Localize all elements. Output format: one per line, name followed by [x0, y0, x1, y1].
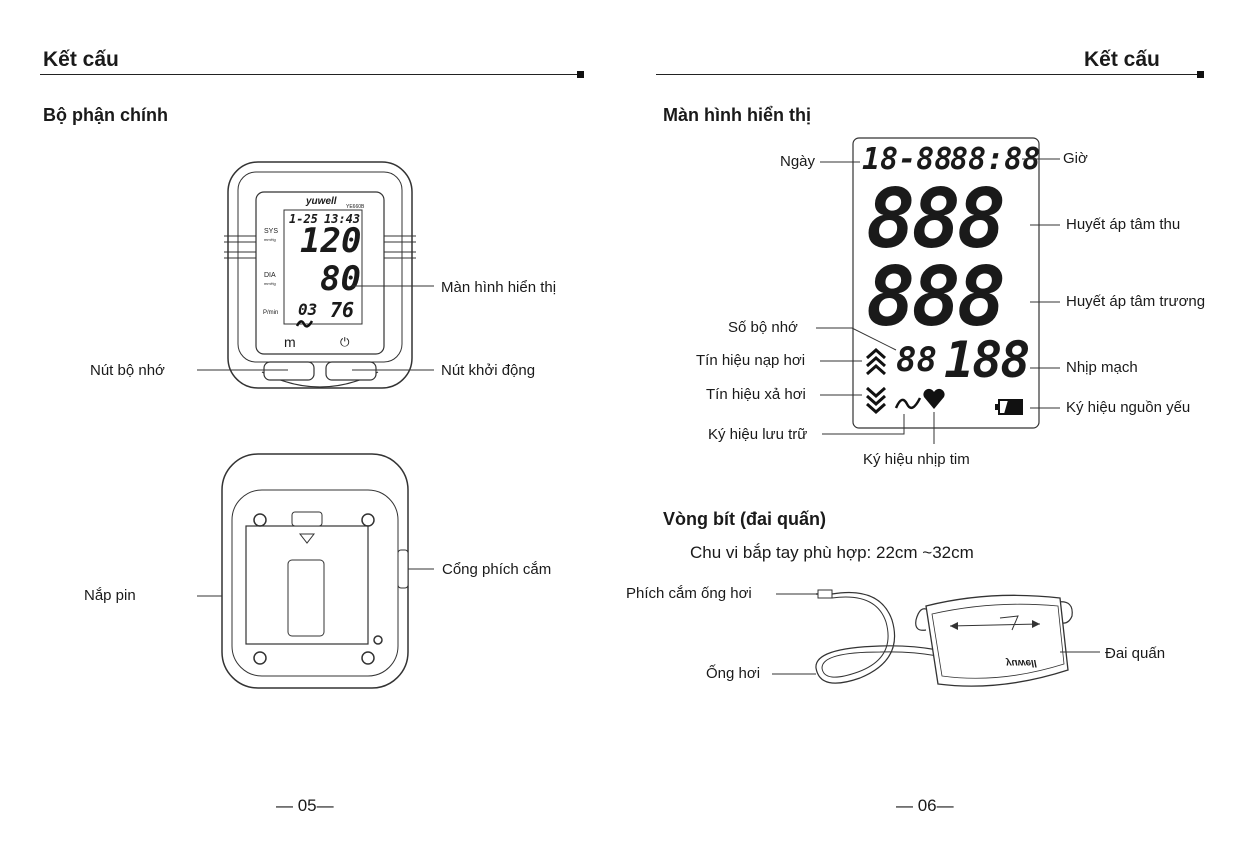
lcd-segment-dia: 888: [866, 250, 1006, 345]
left-header-rule-end: [577, 71, 584, 78]
memory-button-symbol: m: [284, 334, 296, 350]
right-header-rule-end: [1197, 71, 1204, 78]
lcd-dia-value: 80: [320, 259, 361, 299]
storage-icon: [296, 320, 314, 328]
label-time: Giờ: [1063, 150, 1088, 167]
sys-label: SYS: [264, 228, 279, 235]
lcd-segment-date: 18-88: [862, 142, 953, 177]
lcd-time: 13:43: [324, 212, 361, 226]
device-model: YE660B: [346, 204, 365, 210]
left-page-header: Kết cấu: [43, 48, 119, 71]
label-systolic: Huyết áp tâm thu: [1066, 216, 1181, 233]
label-heartbeat: Ký hiệu nhịp tim: [863, 451, 970, 468]
sys-unit: mmHg: [264, 237, 276, 242]
lcd-sys-value: 120: [300, 221, 362, 261]
label-battery-cover: Nắp pin: [84, 587, 136, 604]
label-memory-button: Nút bộ nhớ: [90, 362, 165, 379]
label-cuff: Đai quấn: [1105, 645, 1166, 662]
lcd-segment-sys: 888: [866, 172, 1006, 267]
label-tube: Ống hơi: [706, 665, 761, 682]
dia-unit: mmHg: [264, 281, 276, 286]
label-date: Ngày: [780, 153, 816, 170]
label-diastolic: Huyết áp tâm trương: [1066, 293, 1206, 310]
label-inflate: Tín hiệu nạp hơi: [696, 352, 806, 369]
right-page-number: — 06—: [896, 796, 954, 815]
label-low-battery: Ký hiệu nguồn yếu: [1066, 399, 1191, 416]
label-storage: Ký hiệu lưu trữ: [708, 426, 808, 443]
label-start-button: Nút khởi động: [441, 362, 536, 379]
device-brand: yuwell: [306, 196, 337, 207]
inflate-deflate-arrows: [866, 347, 886, 415]
label-pulse: Nhịp mạch: [1066, 359, 1138, 376]
heart-icon: [923, 388, 945, 409]
pulse-unit-label: P/min: [263, 310, 279, 316]
left-page-leaders: [197, 285, 434, 597]
label-display: Màn hình hiển thị: [441, 279, 557, 296]
right-page-leaders: [816, 158, 1060, 444]
label-deflate: Tín hiệu xả hơi: [706, 386, 806, 403]
label-memory-number: Số bộ nhớ: [728, 319, 798, 336]
lcd-segment-memory: 88: [896, 340, 937, 380]
device-back-illustration: [221, 453, 409, 689]
cuff-leaders: [772, 593, 1100, 675]
low-battery-icon: [995, 399, 1023, 415]
left-page-number: — 05—: [276, 796, 334, 815]
dia-label: DIA: [264, 272, 276, 279]
cuff-circumference: Chu vi bắp tay phù hợp: 22cm ~32cm: [690, 543, 974, 562]
deflate-icon: [866, 386, 886, 415]
display-section-title: Màn hình hiển thị: [663, 105, 811, 125]
main-parts-title: Bộ phận chính: [43, 105, 168, 125]
cuff-section-title: Vòng bít (đai quấn): [663, 509, 826, 529]
lcd-pulse-value: 76: [330, 298, 355, 322]
inflate-icon: [866, 347, 886, 376]
right-header-rule: [656, 74, 1200, 75]
left-header-rule: [40, 74, 580, 75]
right-page-header: Kết cấu: [1084, 48, 1160, 71]
storage-symbol-icon: [894, 397, 922, 410]
power-button-symbol: ⏻: [340, 335, 350, 349]
device-front-illustration: [224, 161, 416, 389]
lcd-segment-pulse: 188: [944, 331, 1030, 389]
lcd-panel-outline: [852, 137, 1040, 429]
lcd-memory-value: 03: [298, 300, 318, 319]
lcd-date: 1-25: [289, 212, 318, 226]
cuff-illustration: [815, 589, 1073, 687]
label-tube-plug: Phích cắm ống hơi: [626, 585, 752, 602]
label-plug-port: Cổng phích cắm: [442, 561, 552, 578]
